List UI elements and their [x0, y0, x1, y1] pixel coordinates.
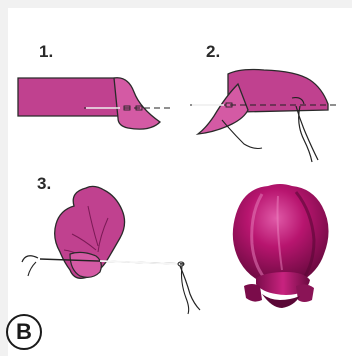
- step-3-label: 3.: [37, 174, 51, 194]
- top-border: [0, 0, 352, 8]
- step2-thread-end-2: [299, 106, 312, 162]
- step3-needle: [100, 261, 180, 264]
- left-border: [0, 0, 8, 356]
- finished-satin-flower: [233, 184, 329, 308]
- step-2-label: 2.: [206, 42, 220, 62]
- step3-gathered-flower: [22, 186, 200, 314]
- step2-gathered-strip: [190, 70, 336, 163]
- step-1-label: 1.: [39, 42, 53, 62]
- figure-label-badge: B: [6, 314, 42, 350]
- step1-folded-strip: [18, 78, 170, 129]
